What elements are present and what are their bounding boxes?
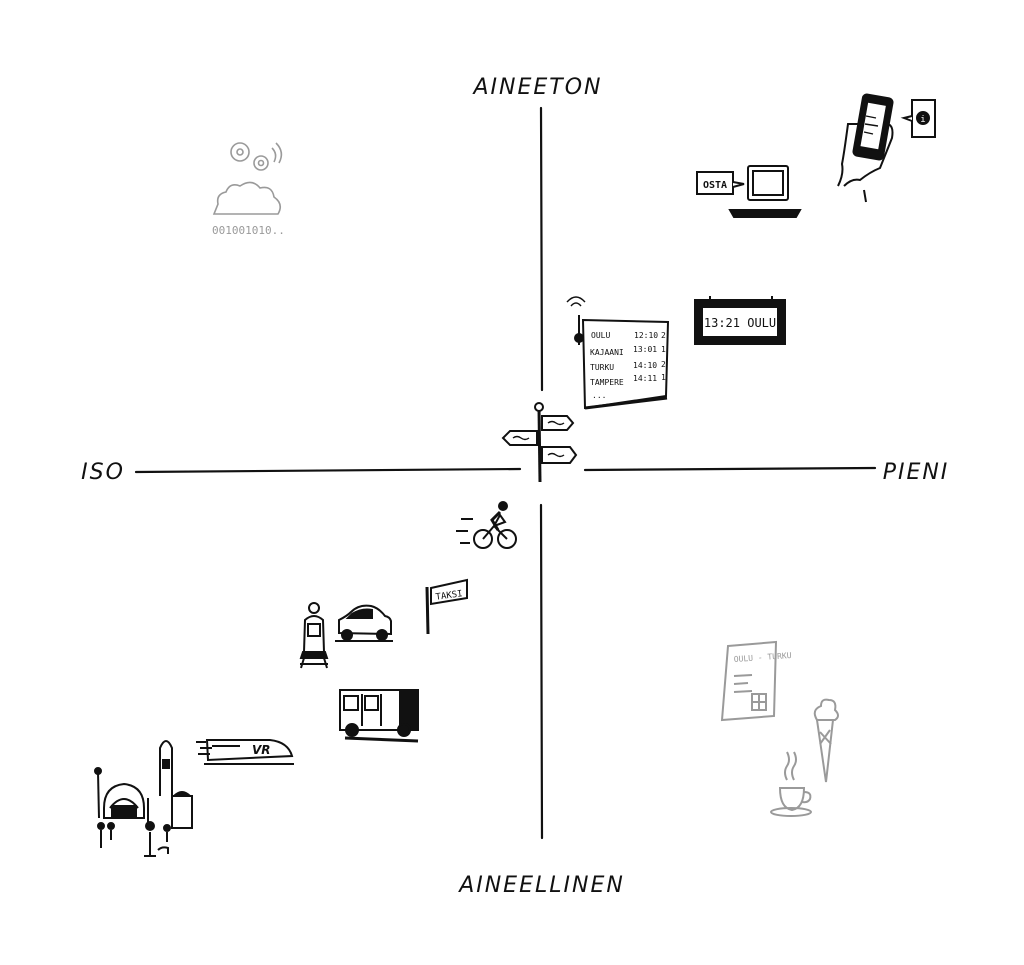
board-row-track: 2 [661,360,666,369]
vertical-axis-top [539,106,544,392]
ticket-icon [720,640,778,722]
smartphone-hand-icon [837,93,936,203]
board-more: ... [592,391,606,400]
board-row-city: TAMPERE [590,378,624,387]
vertical-axis-bottom [539,503,544,840]
axis-label-right: PIENI [883,460,950,485]
axes [134,106,877,840]
axis-label-bottom: AINEELLINEN [457,873,625,898]
train-icon [196,739,294,765]
train-logo: VR [252,743,271,757]
board-row-city: OULU [591,331,610,340]
departure-board-icon [566,296,670,410]
board-row-time: 13:01 [633,345,657,354]
board-row-track: 2 [661,331,666,340]
axis-label-left: ISO [81,460,125,485]
railway-station-icon [94,740,193,857]
board-row-track: 1 [661,373,666,382]
board-row-city: KAJAANI [590,348,624,357]
cyclist-icon [456,501,517,549]
departure-board-rows: OULU 12:10 2 KAJAANI 13:01 1 TURKU 14:10… [590,331,666,400]
tram-icon [299,602,329,669]
board-row-city: TURKU [590,363,614,372]
board-row-time: 12:10 [634,331,658,340]
info-label: i [920,115,925,125]
car-icon [335,604,393,642]
coffee-cup-icon [770,751,812,817]
board-row-time: 14:11 [633,374,657,383]
buy-label: OSTA [703,180,727,191]
taxi-sign-text: TAKSI [435,589,463,603]
axis-label-top: AINEETON [471,75,602,100]
signpost-icon [501,402,578,483]
cloud-gears-icon: 001001010.. [212,142,285,237]
binary-text: 001001010.. [212,224,285,237]
horizontal-axis-right [583,466,877,472]
bus-icon [339,689,419,743]
board-row-track: 1 [661,345,666,354]
ticket-text: OULU - TURKU [734,651,792,664]
board-row-time: 14:10 [633,361,657,370]
laptop-icon [696,165,802,218]
ice-cream-icon [813,698,839,783]
taxi-sign-icon [425,578,468,635]
digital-clock-sign-icon [694,296,786,345]
digital-sign-text: 13:21 OULU [704,316,776,330]
horizontal-axis-left [134,467,522,474]
